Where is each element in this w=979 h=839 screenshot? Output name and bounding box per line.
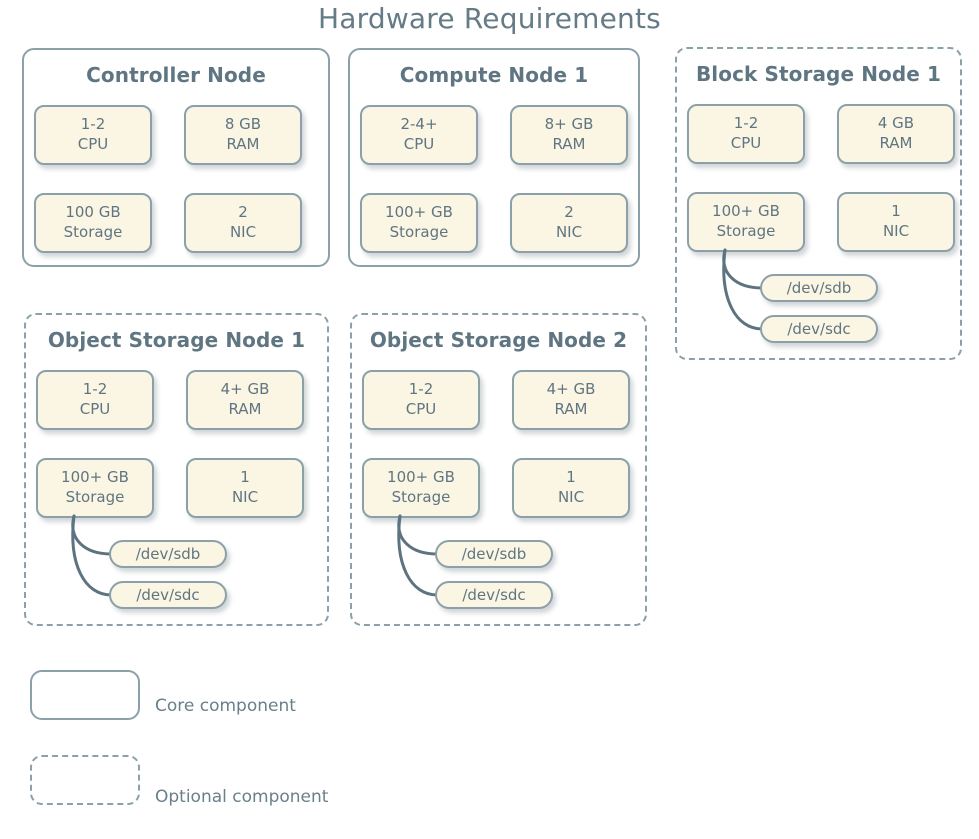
- spec-label: Storage: [391, 488, 451, 506]
- device-connector: [722, 248, 764, 290]
- spec-box[interactable]: 2-4+CPU: [360, 105, 478, 165]
- spec-value: 1-2: [80, 115, 106, 134]
- spec-value: 2: [564, 203, 574, 222]
- node-object-storage-node-2[interactable]: Object Storage Node 2: [350, 313, 647, 626]
- spec-value: 1: [566, 468, 576, 487]
- spec-label: Storage: [63, 223, 123, 241]
- device-pill[interactable]: /dev/sdc: [760, 315, 878, 343]
- node-object-storage-node-1[interactable]: Object Storage Node 1: [24, 313, 329, 626]
- device-connector: [722, 248, 764, 331]
- spec-value: 2: [238, 203, 248, 222]
- device-connector: [71, 514, 113, 597]
- spec-value: 100+ GB: [712, 202, 780, 221]
- legend-swatch-core: [30, 670, 140, 720]
- spec-label: RAM: [879, 134, 913, 152]
- node-block-storage-node-1[interactable]: Block Storage Node 1: [675, 47, 962, 360]
- node-title: Object Storage Node 2: [369, 328, 628, 352]
- device-connector: [397, 514, 439, 556]
- device-connector: [397, 514, 439, 597]
- node-title: Object Storage Node 1: [47, 328, 306, 352]
- node-title: Controller Node: [86, 63, 266, 87]
- spec-label: NIC: [555, 223, 583, 241]
- node-title: Block Storage Node 1: [695, 62, 942, 86]
- device-pill[interactable]: /dev/sdb: [109, 540, 227, 568]
- page-title: Hardware Requirements: [318, 2, 661, 35]
- spec-label: CPU: [730, 134, 762, 152]
- node-controller-node[interactable]: Controller Node: [22, 48, 330, 267]
- device-pill[interactable]: /dev/sdc: [435, 581, 553, 609]
- spec-label: RAM: [554, 400, 588, 418]
- spec-value: 4+ GB: [546, 380, 596, 399]
- device-connector: [71, 514, 113, 556]
- spec-label: NIC: [557, 488, 585, 506]
- spec-label: RAM: [228, 400, 262, 418]
- spec-label: Storage: [389, 223, 449, 241]
- device-pill[interactable]: /dev/sdb: [760, 274, 878, 302]
- spec-value: 8+ GB: [544, 115, 594, 134]
- legend-label-core: Core component: [155, 696, 296, 716]
- spec-label: CPU: [77, 135, 109, 153]
- spec-label: RAM: [226, 135, 260, 153]
- spec-value: 4+ GB: [220, 380, 270, 399]
- spec-label: CPU: [403, 135, 435, 153]
- device-pill[interactable]: /dev/sdb: [435, 540, 553, 568]
- spec-value: 4 GB: [877, 114, 915, 133]
- spec-label: RAM: [552, 135, 586, 153]
- device-pill[interactable]: /dev/sdc: [109, 581, 227, 609]
- spec-value: 100 GB: [65, 203, 121, 222]
- spec-value: 100+ GB: [385, 203, 453, 222]
- spec-value: 1-2: [82, 380, 108, 399]
- spec-label: Storage: [65, 488, 125, 506]
- spec-value: 100+ GB: [387, 468, 455, 487]
- legend-swatch-optional: [30, 755, 140, 805]
- spec-label: Storage: [716, 222, 776, 240]
- spec-value: 1: [891, 202, 901, 221]
- node-title: Compute Node 1: [399, 63, 589, 87]
- spec-label: CPU: [405, 400, 437, 418]
- spec-label: NIC: [231, 488, 259, 506]
- spec-label: NIC: [229, 223, 257, 241]
- spec-value: 2-4+: [400, 115, 438, 134]
- spec-value: 1-2: [408, 380, 434, 399]
- spec-value: 100+ GB: [61, 468, 129, 487]
- spec-label: CPU: [79, 400, 111, 418]
- spec-value: 1: [240, 468, 250, 487]
- spec-value: 1-2: [733, 114, 759, 133]
- spec-label: NIC: [882, 222, 910, 240]
- node-compute-node-1[interactable]: Compute Node 1: [348, 48, 640, 267]
- legend-label-optional: Optional component: [155, 787, 329, 807]
- spec-value: 8 GB: [224, 115, 262, 134]
